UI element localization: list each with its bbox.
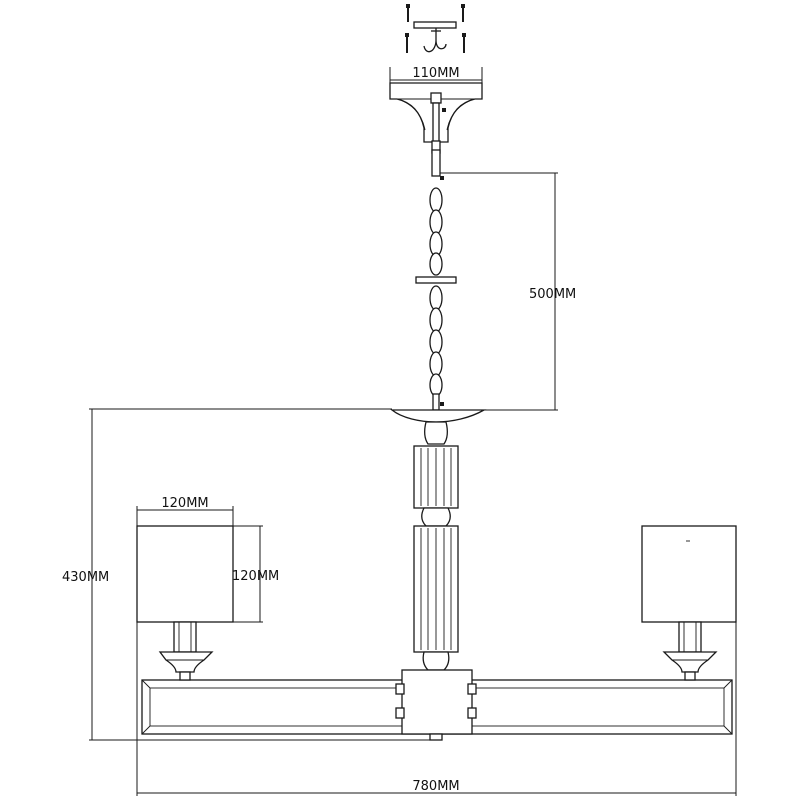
screw-icon	[405, 33, 409, 53]
mounting-kit	[405, 4, 466, 53]
top-cup	[390, 409, 487, 423]
canopy	[389, 82, 483, 154]
hook-icon	[423, 28, 447, 53]
central-stem	[413, 421, 459, 671]
screw-icon	[461, 4, 465, 22]
mounting-bar	[413, 21, 457, 29]
chain	[415, 149, 457, 411]
right-lampshade	[641, 525, 737, 623]
overall-width-label: 780MM	[412, 779, 459, 794]
screw-icon	[406, 4, 410, 22]
horizontal-arm	[141, 669, 733, 741]
shade-height-label: 120MM	[232, 569, 279, 584]
canopy-width-label: 110MM	[412, 66, 459, 81]
total-height-label: 430MM	[62, 570, 109, 585]
left-lampshade	[136, 525, 234, 623]
shade-width-label: 120MM	[161, 496, 208, 511]
screw-icon	[462, 33, 466, 53]
right-lamp	[641, 525, 737, 681]
left-lamp	[136, 525, 234, 681]
dimension-lines	[89, 67, 737, 796]
chain-length-label: 500MM	[529, 287, 576, 302]
